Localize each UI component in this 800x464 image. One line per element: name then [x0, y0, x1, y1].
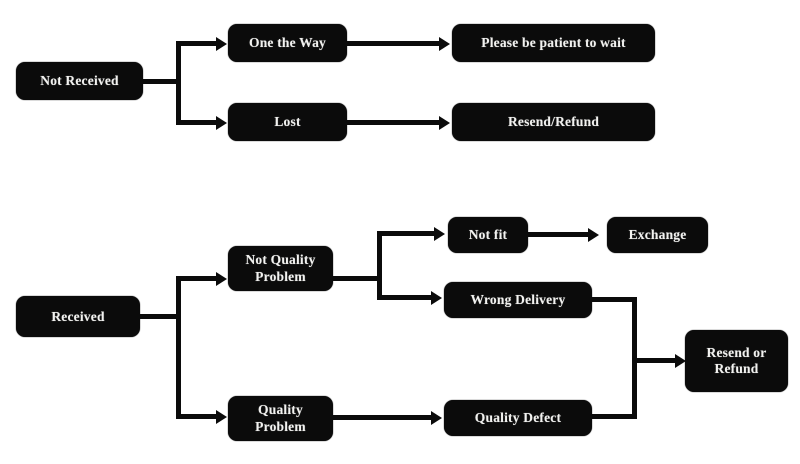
connector-to-wrong-delivery [377, 295, 432, 300]
node-lost-label: Lost [274, 114, 301, 130]
connector-to-lost [176, 120, 218, 125]
node-resend-refund-label: Resend/Refund [507, 114, 600, 130]
arrowhead-to-not-fit [434, 226, 445, 241]
node-exchange-label: Exchange [628, 227, 687, 243]
arrowhead-to-exchange [588, 227, 599, 242]
connector-to-one-the-way [176, 41, 218, 46]
node-lost[interactable]: Lost [228, 103, 347, 141]
arrowhead-to-resend-refund [439, 115, 450, 130]
connector-not-received-stem [143, 79, 181, 84]
connector-received-stem [140, 314, 181, 319]
node-not-fit-label: Not fit [468, 227, 508, 243]
node-not-quality-problem-label-line2: Problem [255, 268, 306, 284]
connector-quality-defect-to-merge [592, 414, 637, 419]
arrowhead-to-resend-or-refund [675, 353, 686, 368]
node-not-received-label: Not Received [40, 73, 119, 89]
connector-wrong-delivery-to-merge [592, 297, 637, 302]
node-resend-or-refund-label-line1: Resend or [706, 344, 767, 360]
connector-merge-to-resend-or-refund [632, 358, 678, 363]
node-wrong-delivery-label: Wrong Delivery [470, 292, 566, 308]
node-please-be-patient-label: Please be patient to wait [481, 35, 626, 51]
node-please-be-patient-to-wait[interactable]: Please be patient to wait [452, 24, 655, 62]
node-received[interactable]: Received [16, 296, 140, 337]
connector-not-quality-split-vertical [377, 231, 382, 300]
connector-lost-to-resend-refund [347, 120, 441, 125]
arrowhead-to-quality-problem [216, 409, 227, 424]
node-resend-or-refund[interactable]: Resend or Refund [685, 330, 788, 392]
arrowhead-to-lost [216, 115, 227, 130]
connector-not-quality-problem-stem [333, 276, 381, 281]
connector-one-the-way-to-wait [347, 41, 441, 46]
node-quality-defect[interactable]: Quality Defect [444, 400, 592, 436]
node-quality-problem[interactable]: Quality Problem [228, 396, 333, 441]
node-not-received[interactable]: Not Received [16, 62, 143, 100]
connector-not-received-split-vertical [176, 41, 181, 125]
node-not-quality-problem-label-line1: Not Quality [245, 252, 316, 268]
arrowhead-to-wrong-delivery [431, 290, 442, 305]
arrowhead-to-not-quality-problem [216, 271, 227, 286]
node-quality-problem-label-line1: Quality [258, 402, 303, 418]
arrowhead-to-please-be-patient [439, 36, 450, 51]
node-quality-defect-label: Quality Defect [474, 410, 562, 426]
connector-quality-problem-to-quality-defect [333, 415, 432, 420]
node-one-the-way[interactable]: One the Way [228, 24, 347, 62]
node-not-fit[interactable]: Not fit [448, 217, 528, 253]
connector-to-quality-problem [176, 414, 218, 419]
node-exchange[interactable]: Exchange [607, 217, 708, 253]
arrowhead-to-quality-defect [431, 410, 442, 425]
arrowhead-to-one-the-way [216, 36, 227, 51]
node-received-label: Received [51, 308, 105, 324]
node-one-the-way-label: One the Way [249, 35, 326, 51]
connector-to-not-quality-problem [176, 276, 218, 281]
connector-not-fit-to-exchange [528, 232, 590, 237]
node-not-quality-problem[interactable]: Not Quality Problem [228, 246, 333, 291]
connector-received-split-vertical [176, 276, 181, 419]
connector-to-not-fit [377, 231, 435, 236]
node-resend-refund[interactable]: Resend/Refund [452, 103, 655, 141]
node-quality-problem-label-line2: Problem [255, 418, 306, 434]
node-wrong-delivery[interactable]: Wrong Delivery [444, 282, 592, 318]
node-resend-or-refund-label-line2: Refund [714, 361, 759, 376]
